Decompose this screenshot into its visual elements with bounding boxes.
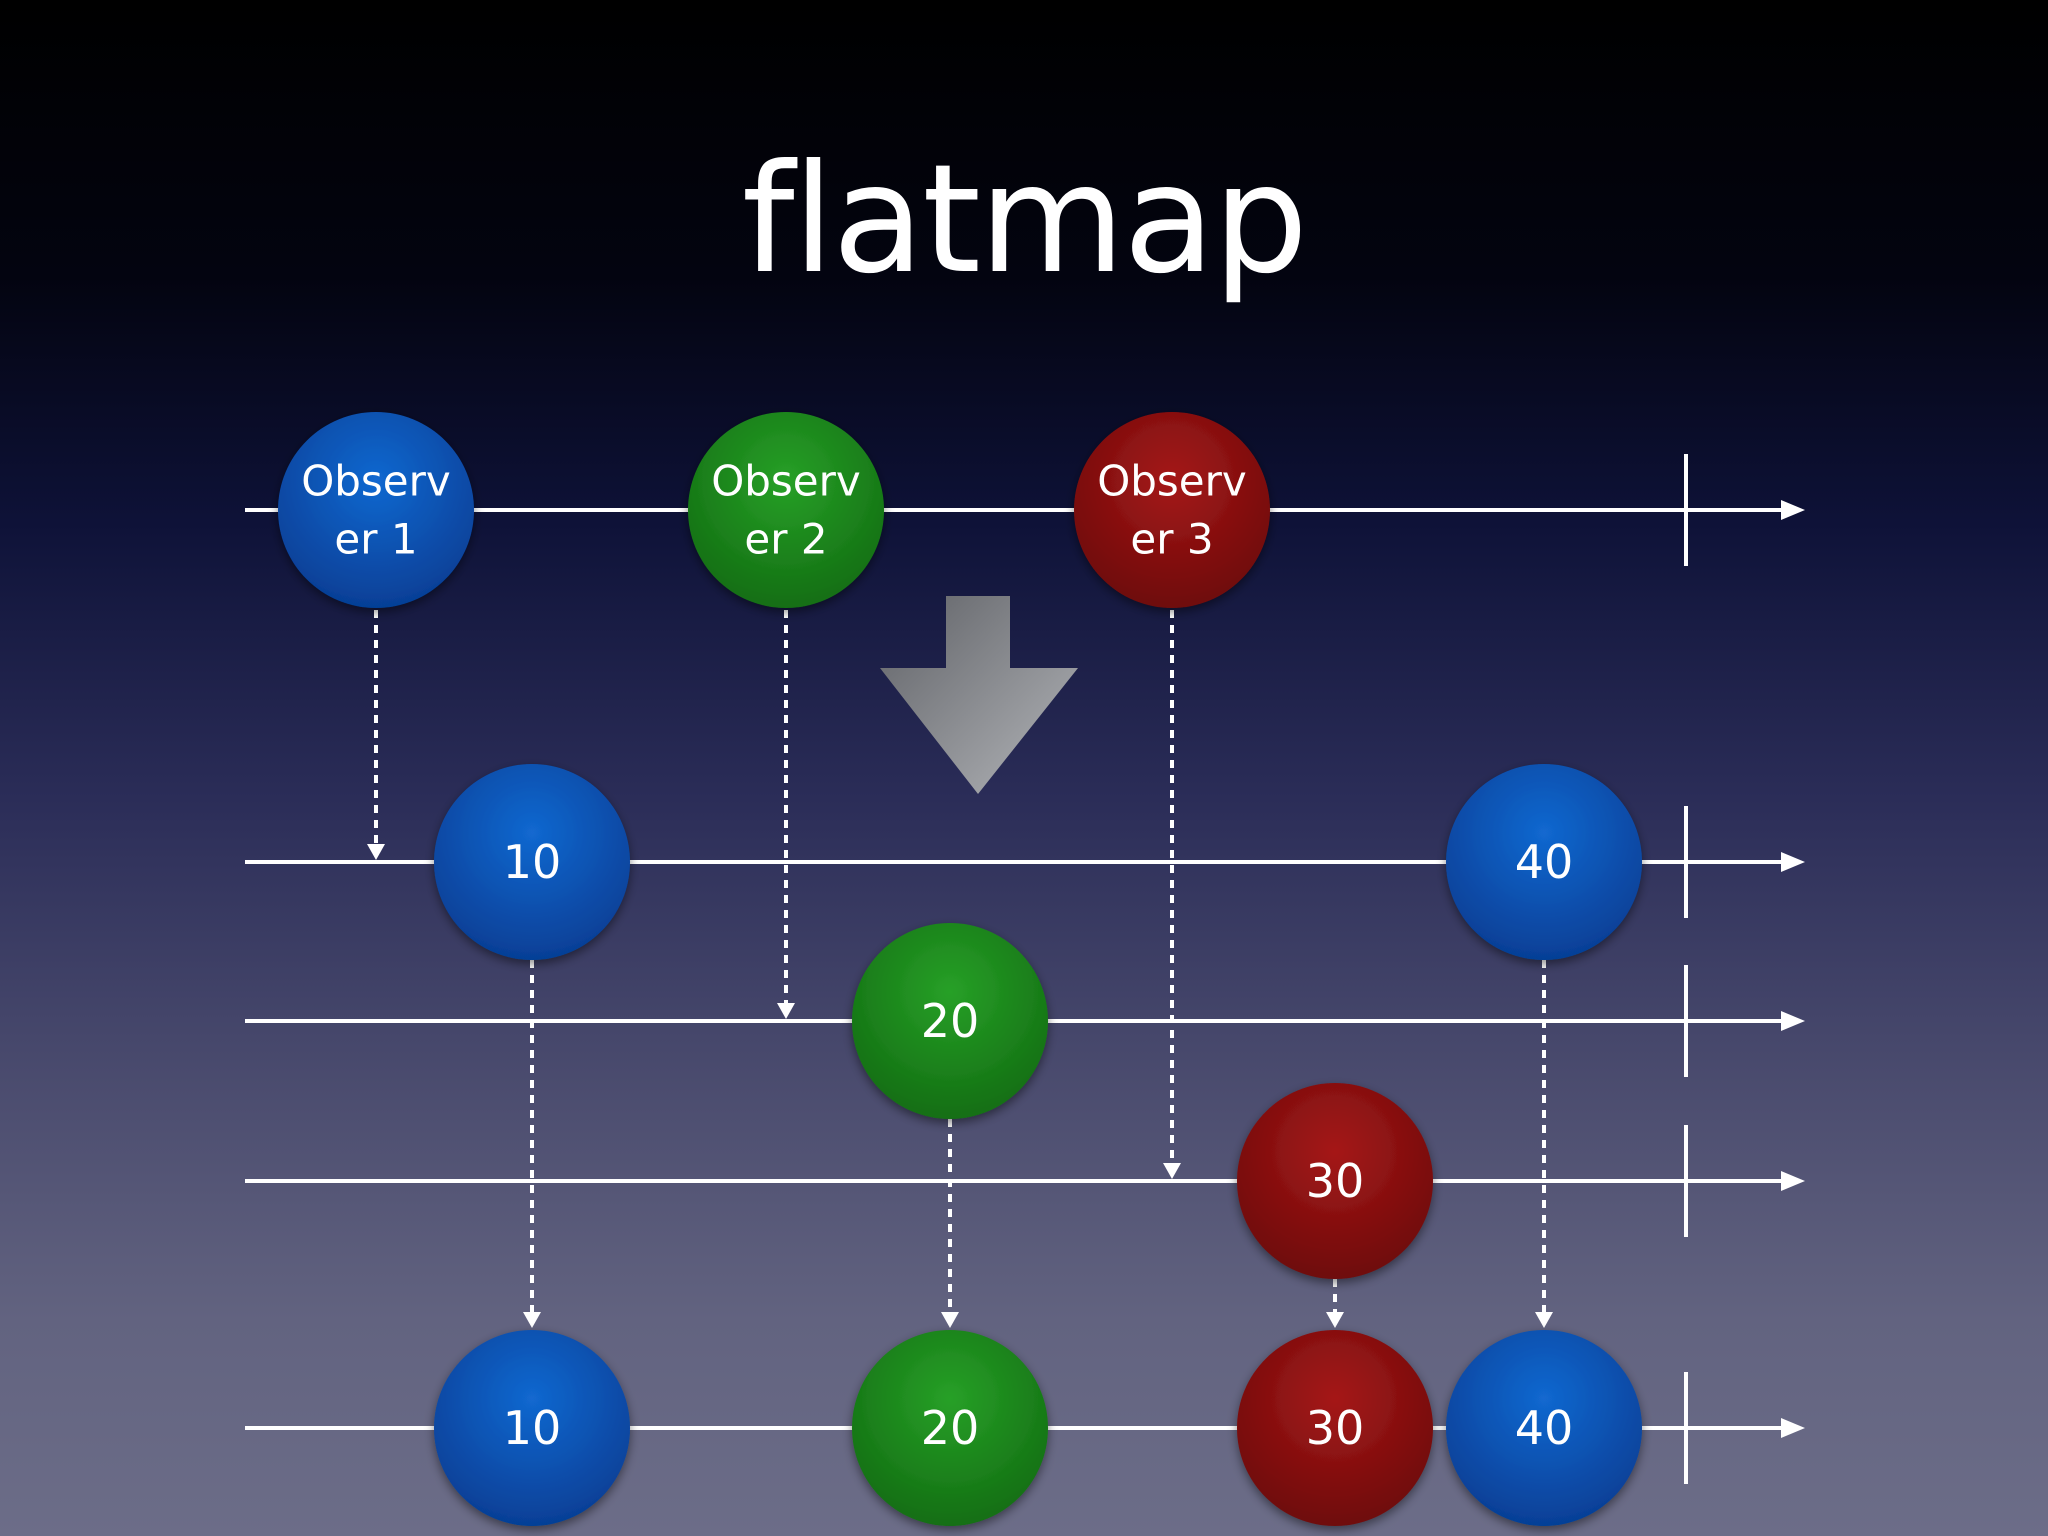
output-item-20-circle [852, 1330, 1048, 1526]
inner-item-30-label: 30 [1306, 1154, 1365, 1208]
slide-title: flatmap [741, 133, 1308, 307]
dotted-connector [523, 960, 541, 1328]
timeline-arrowhead [1781, 500, 1805, 520]
inner-item-30: 30 [1237, 1083, 1433, 1279]
dotted-connector [1326, 1279, 1344, 1328]
source-node-3-label: er 3 [1130, 515, 1213, 564]
output-item-10-label: 10 [503, 1401, 562, 1455]
source-node-2-label: er 2 [744, 515, 827, 564]
inner-item-30-circle [1237, 1083, 1433, 1279]
inner-item-40-label: 40 [1515, 835, 1574, 889]
inner-item-10-label: 10 [503, 835, 562, 889]
inner-timeline-3 [245, 1125, 1805, 1237]
source-node-3: Observ er 3 [1074, 412, 1270, 608]
source-timeline [245, 454, 1805, 566]
inner-item-20-circle [852, 923, 1048, 1119]
inner-item-40-circle [1446, 764, 1642, 960]
output-item-10: 10 [434, 1330, 630, 1526]
source-node-1-label: Observ [301, 457, 451, 506]
dotted-connector [1535, 960, 1553, 1328]
output-item-20: 20 [852, 1330, 1048, 1526]
output-item-40-label: 40 [1515, 1401, 1574, 1455]
inner-item-20: 20 [852, 923, 1048, 1119]
timeline-arrowhead [1781, 1418, 1805, 1438]
source-node-3-label: Observ [1097, 457, 1247, 506]
output-item-30-circle [1237, 1330, 1433, 1526]
source-node-1: Observ er 1 [278, 412, 474, 608]
dotted-connector [367, 610, 385, 860]
source-node-2-circle [688, 412, 884, 608]
dotted-connector [941, 1119, 959, 1328]
dotted-connector [1163, 610, 1181, 1179]
output-item-40: 40 [1446, 1330, 1642, 1526]
output-item-10-circle [434, 1330, 630, 1526]
output-item-30-label: 30 [1306, 1401, 1365, 1455]
source-node-1-circle [278, 412, 474, 608]
source-node-1-label: er 1 [334, 515, 417, 564]
timeline-arrowhead [1781, 852, 1805, 872]
timeline-arrowhead [1781, 1011, 1805, 1031]
source-node-2: Observ er 2 [688, 412, 884, 608]
output-item-40-circle [1446, 1330, 1642, 1526]
source-node-3-circle [1074, 412, 1270, 608]
output-item-30: 30 [1237, 1330, 1433, 1526]
source-node-2-label: Observ [711, 457, 861, 506]
transform-arrow-icon [880, 596, 1078, 794]
inner-item-20-label: 20 [921, 994, 980, 1048]
inner-item-10-circle [434, 764, 630, 960]
inner-item-10: 10 [434, 764, 630, 960]
dotted-connector [777, 610, 795, 1019]
output-item-20-label: 20 [921, 1401, 980, 1455]
inner-item-40: 40 [1446, 764, 1642, 960]
timeline-arrowhead [1781, 1171, 1805, 1191]
